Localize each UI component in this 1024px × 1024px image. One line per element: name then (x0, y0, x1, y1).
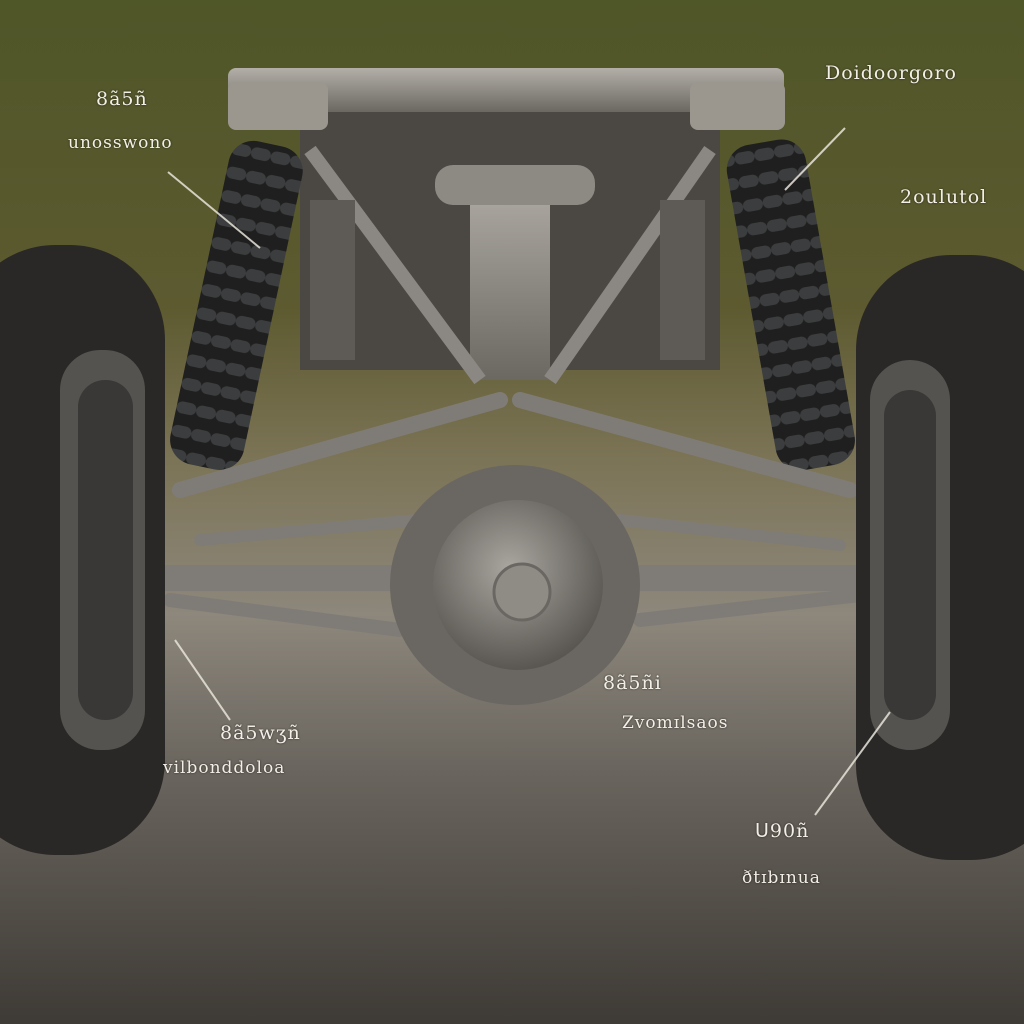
label-bottom-left-sub: vilbonddoloa (163, 758, 286, 778)
label-center-title: 8ã5ñi (603, 672, 662, 694)
left-wheel (0, 245, 165, 855)
label-center-sub: Zvomɪlsaos (622, 713, 729, 733)
label-top-left-sub: unosswono (68, 133, 173, 153)
label-bottom-right-sub: ðtɪbɪnua (742, 868, 821, 888)
label-right-sub: 2oulutol (900, 186, 988, 208)
label-top-left-title: 8ã5ñ (96, 88, 148, 110)
right-wheel (856, 255, 1024, 860)
right-coil-spring (726, 139, 855, 471)
label-bottom-left-title: 8ã5wʒñ (220, 722, 301, 744)
label-bottom-right-title: ᑌ90ñ (755, 820, 810, 842)
upper-frame (228, 68, 785, 385)
label-top-right-title: Doidoorgoro (825, 62, 957, 84)
left-coil-spring (170, 140, 303, 470)
differential-housing (390, 465, 640, 705)
leader-lines (167, 127, 891, 816)
